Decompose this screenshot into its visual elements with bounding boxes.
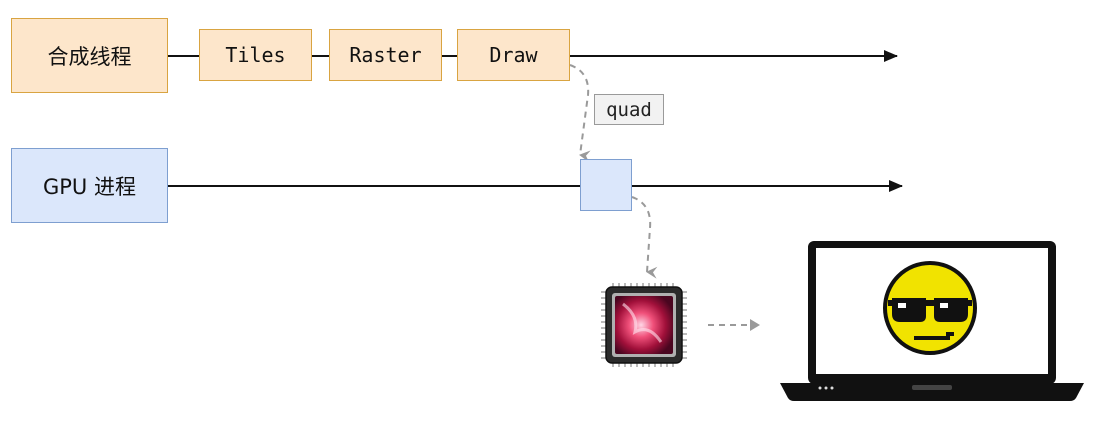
compositor-thread-label: 合成线程 (47, 44, 132, 69)
tiles-step-label: Tiles (225, 43, 286, 67)
raster-step-box: Raster (329, 29, 442, 81)
laptop-icon (780, 241, 1084, 401)
gpu-process-label: GPU 进程 (43, 174, 136, 199)
quad-message-label: quad (606, 98, 652, 121)
gpu-task-block (580, 159, 632, 211)
gpu-to-chip-arrow (631, 196, 658, 279)
sunglasses-smiley-icon (883, 261, 977, 355)
gpu-chip-icon (601, 283, 687, 367)
gpu-process-box: GPU 进程 (11, 148, 168, 223)
draw-step-box: Draw (457, 29, 570, 81)
quad-flow-arrow (569, 64, 591, 163)
raster-step-label: Raster (349, 43, 422, 67)
tiles-step-box: Tiles (199, 29, 312, 81)
quad-message-tag: quad (594, 94, 664, 125)
compositor-thread-box: 合成线程 (11, 18, 168, 93)
draw-step-label: Draw (489, 43, 538, 67)
